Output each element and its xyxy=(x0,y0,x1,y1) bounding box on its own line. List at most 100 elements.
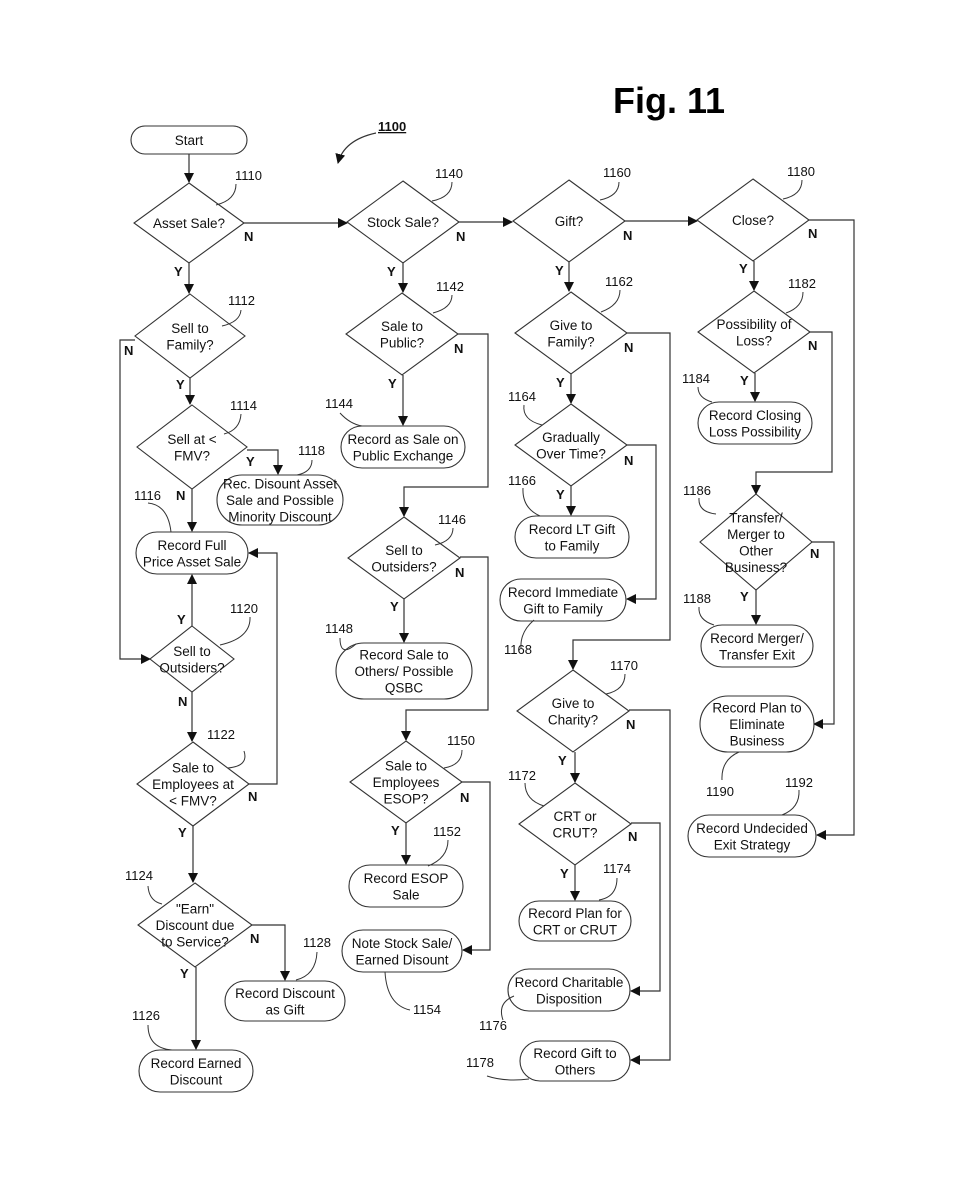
node-label: Sale to xyxy=(172,761,214,776)
edge-1164-to-1168: N xyxy=(624,444,657,604)
leader-line xyxy=(600,289,621,313)
decision-1160[interactable]: Gift?1160 xyxy=(512,165,631,263)
leader-line xyxy=(296,459,313,476)
node-label: Employees xyxy=(373,775,440,790)
decision-1180[interactable]: Close?1180 xyxy=(696,164,815,262)
edge-label-no: N xyxy=(623,228,632,243)
edge-label-no: N xyxy=(248,789,257,804)
edge-label-no: N xyxy=(455,565,464,580)
node-label: Sell at < xyxy=(167,432,216,447)
edge-label-no: N xyxy=(626,717,635,732)
terminal-pill xyxy=(335,642,473,700)
leader-line xyxy=(522,487,541,517)
node-label: Record Plan for xyxy=(528,906,622,921)
edge-1182-to-1184: Y xyxy=(740,373,760,402)
edge-1186-to-1188: Y xyxy=(740,589,761,625)
reference-number: 1146 xyxy=(438,512,466,527)
edge-1140-to-1142: Y xyxy=(387,263,408,293)
reference-number: 1176 xyxy=(479,1018,507,1033)
terminal-pill xyxy=(348,864,464,908)
terminal-pill xyxy=(499,578,627,622)
leader-line xyxy=(227,750,246,769)
edge-1172-to-1174: Y xyxy=(560,865,580,901)
decision-diamond xyxy=(134,293,246,379)
decision-diamond xyxy=(696,178,810,262)
connector-arrow xyxy=(812,541,835,729)
edge-1180-to-1182: Y xyxy=(739,261,759,291)
edge-label-yes: Y xyxy=(391,823,400,838)
edge-1162-to-1170: N xyxy=(568,332,671,670)
reference-number: 1172 xyxy=(508,768,536,783)
terminal-pill xyxy=(700,624,814,668)
figure-ref-label: 1100 xyxy=(378,119,406,134)
process-start[interactable]: Start xyxy=(130,125,248,155)
node-label: Give to xyxy=(552,696,595,711)
reference-number: 1168 xyxy=(504,642,532,657)
terminal-pill xyxy=(697,401,813,445)
edge-label-no: N xyxy=(244,229,253,244)
leader-line xyxy=(427,839,449,867)
node-label: Outsiders? xyxy=(159,660,224,675)
node-label: Transfer/ xyxy=(729,510,783,525)
connector-arrow xyxy=(247,449,283,475)
decision-1114[interactable]: Sell at <FMV?1114 xyxy=(136,398,257,490)
node-label: Over Time? xyxy=(536,446,606,461)
edge-label-yes: Y xyxy=(246,454,255,469)
decision-1140[interactable]: Stock Sale?1140 xyxy=(346,166,463,264)
node-label: to Service? xyxy=(161,935,229,950)
terminal-pill xyxy=(216,474,344,526)
node-label: Public? xyxy=(380,335,424,350)
edge-1112-to-1114: Y xyxy=(176,377,195,405)
edge-label-no: N xyxy=(624,453,633,468)
leader-line xyxy=(698,497,717,515)
decision-1110[interactable]: Asset Sale?1110 xyxy=(133,168,262,264)
node-label: Sale and Possible xyxy=(226,493,334,508)
node-label: Record Full xyxy=(157,538,226,553)
reference-number: 1164 xyxy=(508,389,536,404)
edge-label-yes: Y xyxy=(180,966,189,981)
edge-1124-to-1126: Y xyxy=(180,966,201,1050)
edge-label-no: N xyxy=(628,829,637,844)
edge-label-no: N xyxy=(124,343,133,358)
node-label: Start xyxy=(175,133,204,148)
node-label: Record Gift to xyxy=(533,1046,616,1061)
connector-arrow xyxy=(252,924,290,981)
edge-label-yes: Y xyxy=(556,375,565,390)
node-label: Record Closing xyxy=(709,408,801,423)
node-label: Record Discount xyxy=(235,986,335,1001)
decision-diamond xyxy=(514,403,628,487)
figure-title: Fig. 11 xyxy=(613,80,726,121)
terminal-pill xyxy=(135,531,249,575)
